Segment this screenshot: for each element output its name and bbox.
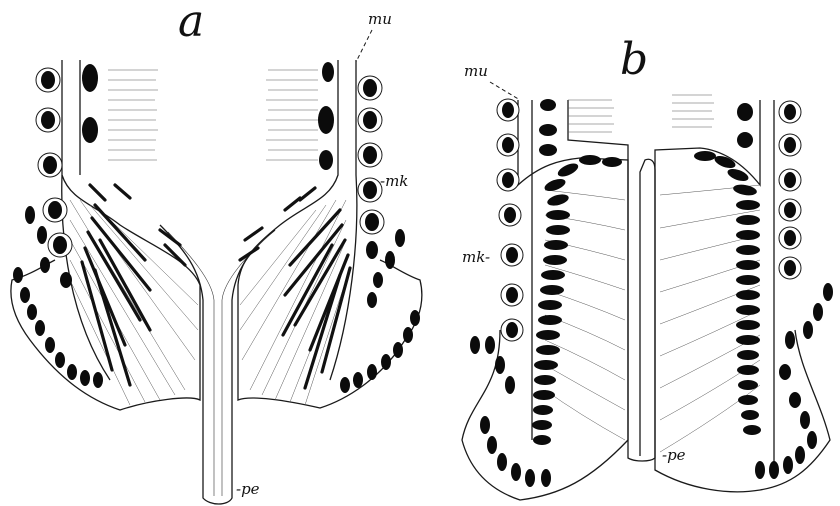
panel-a-tube-inner-right (222, 236, 268, 496)
panel-a-striation-left (108, 70, 158, 160)
panel-b-left-cap (568, 100, 628, 160)
panel-a: a (11, 0, 422, 504)
panel-a-cells-left (13, 64, 103, 388)
panel-b-central-tube (628, 159, 655, 461)
panel-b-muscle-right (694, 151, 761, 435)
panel-b-cells-right (737, 101, 833, 479)
panel-a-muscle-right (240, 188, 350, 388)
panel-a-cells-right (318, 62, 420, 393)
panel-a-letter: a (178, 0, 204, 47)
panel-a-striation-right (266, 70, 318, 160)
panel-a-central-tube (160, 225, 275, 504)
label-b-mu: mu (464, 62, 488, 80)
panel-b-striation-right (672, 95, 714, 127)
panel-b-muscle-left (532, 155, 622, 445)
panel-b-letter: b (620, 34, 648, 85)
leader-a-mu (356, 30, 372, 62)
label-a-mk: -mk (380, 172, 408, 190)
label-a-mu: mu (368, 10, 392, 28)
panel-a-right-inner-curve (330, 175, 357, 380)
panel-b: b (462, 34, 833, 500)
label-b-mk: mk- (462, 248, 490, 266)
panel-a-muscle-left (82, 185, 185, 385)
label-a-pe: -pe (236, 480, 260, 498)
label-b-pe: -pe (662, 446, 686, 464)
leader-b-mu (490, 82, 520, 100)
panel-b-striation-left (568, 100, 614, 132)
